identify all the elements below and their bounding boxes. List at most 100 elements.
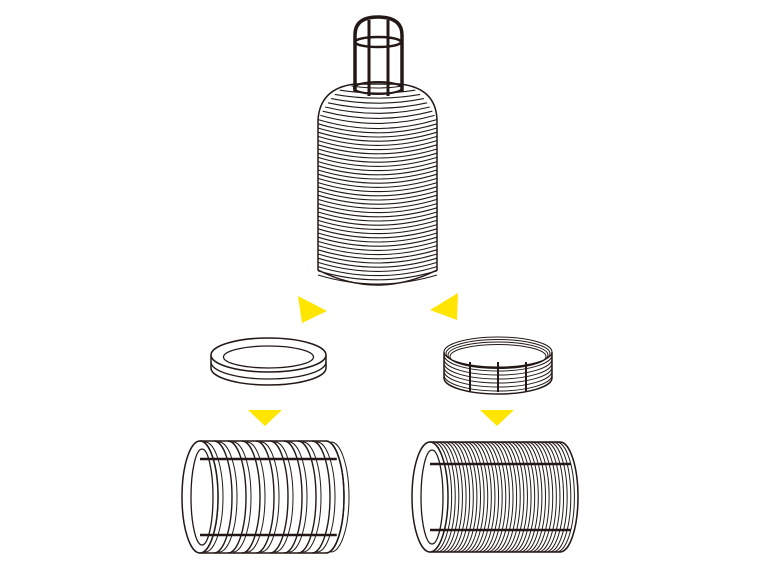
cylinder-turn: [516, 441, 536, 553]
coil-turn: [317, 257, 438, 268]
coil-turn: [320, 114, 435, 124]
coil-turn: [317, 228, 438, 239]
cage-base: [353, 81, 403, 95]
arrow-right-down: [298, 296, 327, 323]
cylinder-end: [411, 441, 449, 553]
coil-turn: [317, 123, 438, 134]
cylinder-turn: [520, 441, 539, 553]
cylinder-turn: [527, 441, 546, 553]
cylinder-turn: [213, 440, 233, 554]
coil-turn: [317, 177, 438, 188]
ring-stack-cylinder: [181, 440, 350, 554]
coil-turn: [317, 190, 438, 201]
coil-turn: [317, 140, 438, 151]
cylinder-turn: [440, 441, 460, 553]
coil-turn: [317, 219, 438, 230]
coil-turn: [317, 198, 438, 209]
cylinder-turn-edge: [330, 441, 350, 553]
cylinder-turn: [494, 441, 514, 553]
cylinder-turn: [538, 441, 557, 553]
coil-turn: [317, 144, 438, 155]
cylinder-turn: [451, 441, 471, 553]
cylinder-turn: [484, 441, 503, 553]
ring-hole: [222, 345, 315, 369]
arrow-down-left: [248, 410, 282, 426]
cylinder-turn: [491, 441, 510, 553]
cylinder-turn: [534, 441, 554, 553]
coil-turn: [317, 240, 438, 251]
cylinder-turn: [437, 441, 456, 553]
coil-turn: [317, 135, 438, 146]
cylinder-end: [181, 440, 219, 554]
cylinder-turn: [227, 440, 247, 554]
wound-coil: [317, 83, 438, 286]
cylinder-turn: [498, 441, 518, 553]
cylinder-turn: [531, 441, 550, 553]
coil-turn: [317, 224, 438, 235]
cylinder-turn: [476, 441, 496, 553]
coil-turn: [317, 161, 438, 172]
coil-turn: [325, 106, 430, 114]
cylinder-turn: [487, 441, 507, 553]
cylinder-turn-edge: [218, 441, 238, 553]
cylinder-turn-edge: [232, 441, 252, 553]
coil-turn: [327, 102, 428, 109]
coil-turn: [317, 173, 438, 184]
coil-turn: [317, 249, 438, 260]
ring-line: [210, 361, 327, 380]
coil-turn: [322, 110, 433, 119]
cylinder-turn: [502, 441, 521, 553]
coil-turn: [317, 274, 438, 285]
cylinder-turn: [523, 441, 543, 553]
cylinder-turn: [444, 441, 463, 553]
cylinder-turn: [505, 441, 525, 553]
coil-turn: [317, 245, 438, 256]
coil-turn: [317, 182, 438, 193]
coil-turn: [317, 148, 438, 159]
coil-turn: [317, 203, 438, 214]
cylinder-turn: [241, 440, 261, 554]
winding-cage: [353, 15, 404, 96]
cylinder-turn: [448, 441, 467, 553]
coil-turn: [317, 270, 438, 281]
cylinder-turn: [541, 441, 561, 553]
cylinder-turn: [269, 440, 289, 554]
coil-turn: [334, 93, 421, 99]
cylinder-turn: [509, 441, 528, 553]
coil-turn: [317, 211, 438, 222]
cylinder-turn-edge: [246, 441, 266, 553]
coil-turn: [317, 236, 438, 247]
coil-turn: [317, 165, 438, 176]
cylinder-turn: [469, 441, 489, 553]
coil-turn: [317, 266, 438, 277]
coil-turn: [317, 232, 438, 243]
coil-turn: [317, 253, 438, 264]
coil-turn: [317, 207, 438, 218]
coil-turn: [317, 156, 438, 167]
cylinder-turn: [283, 440, 303, 554]
cylinder-turn: [455, 441, 474, 553]
flat-ring: [210, 337, 327, 386]
cylinder-turn-edge: [274, 441, 294, 553]
cylinder-bore: [190, 448, 214, 546]
cage-frame: [353, 15, 404, 92]
cylinder-bore: [420, 449, 444, 545]
cylinder-turn-edge: [316, 441, 336, 553]
cylinder-turn: [480, 441, 500, 553]
cylinder-turn: [559, 441, 579, 553]
coil-turn: [317, 169, 438, 180]
cylinder-turn: [255, 440, 275, 554]
coil-turn: [318, 119, 437, 130]
cylinder-turn: [552, 441, 572, 553]
cylinder-turn: [549, 441, 568, 553]
cylinder-turn: [466, 441, 485, 553]
arrow-down-right: [480, 410, 514, 426]
cylinder-turn-edge: [204, 441, 224, 553]
cylinder-turn: [556, 441, 575, 553]
cylinder-turn: [473, 441, 492, 553]
coil-turn: [317, 152, 438, 163]
coil-turn: [317, 194, 438, 205]
cylinder-turn: [433, 441, 453, 553]
cylinder-turn: [513, 441, 532, 553]
